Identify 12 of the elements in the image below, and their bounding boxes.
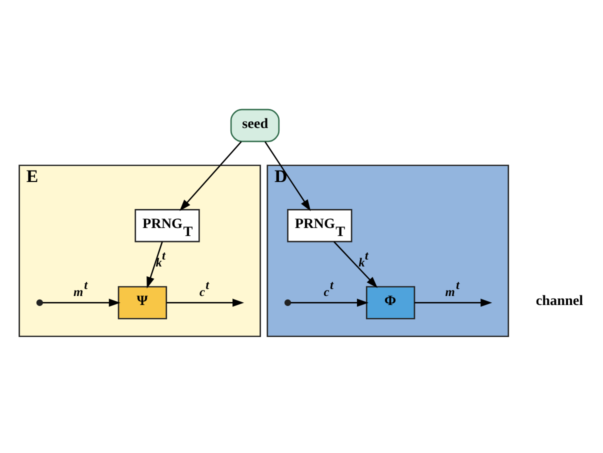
arrow	[42, 298, 120, 307]
node-box: Φ	[366, 286, 416, 320]
arrow	[414, 298, 492, 307]
node-box: Ψ	[118, 286, 168, 320]
arrow	[334, 241, 378, 288]
arrow	[180, 141, 242, 211]
arrow	[146, 242, 163, 288]
arrow	[290, 298, 369, 307]
arrow	[264, 141, 311, 212]
arrow	[166, 298, 244, 307]
label: channel	[536, 293, 584, 310]
node-box: seed	[230, 108, 280, 142]
